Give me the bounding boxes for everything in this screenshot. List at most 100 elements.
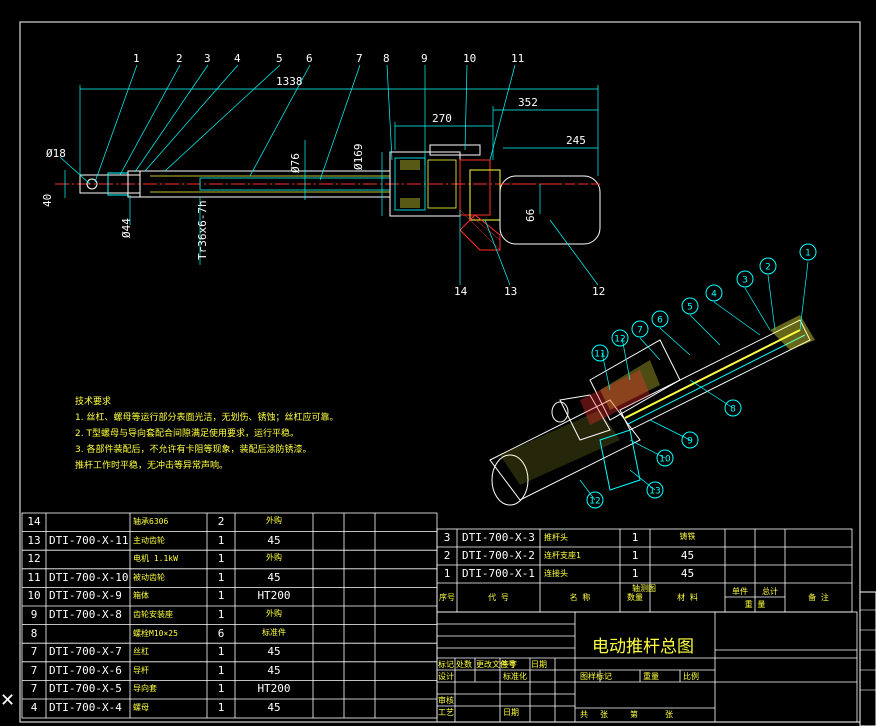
bom-row-name: 导杆 bbox=[133, 665, 149, 675]
dim-phi169: Ø169 bbox=[352, 143, 365, 171]
dim-phi76: Ø76 bbox=[289, 153, 302, 173]
bom-row-no: 1 bbox=[443, 567, 451, 580]
callout-1: 1 bbox=[133, 52, 140, 65]
iso-callout-circle bbox=[724, 399, 742, 417]
bom-header-qty: 数量 bbox=[627, 593, 643, 602]
bom-row-code: DTI-700-X-1 bbox=[462, 567, 535, 580]
titleblock-label: 共 bbox=[580, 710, 588, 719]
iso-leaders bbox=[579, 261, 809, 501]
titleblock-label: 设计 bbox=[438, 672, 454, 681]
dim-phi18: Ø18 bbox=[46, 147, 66, 160]
bom-row-name: 被动齿轮 bbox=[133, 572, 165, 582]
dimension-lines bbox=[64, 85, 599, 265]
bom-row-no: 12 bbox=[27, 552, 41, 566]
bom-left-grid bbox=[21, 512, 438, 719]
iso-callout-circle bbox=[611, 329, 629, 347]
bom-row-no: 14 bbox=[27, 515, 41, 528]
bom-row-code: DTI-700-X-10 bbox=[49, 570, 129, 584]
iso-callout-label: 1 bbox=[805, 249, 811, 259]
iso-callout-label: 10 bbox=[659, 455, 671, 465]
bom-row-name: 螺母 bbox=[133, 703, 149, 712]
titleblock-label: 标准化 bbox=[503, 672, 527, 681]
iso-callout-circle bbox=[656, 449, 674, 467]
bom-row-no: 7 bbox=[30, 645, 38, 659]
bom-row-material: 45 bbox=[267, 533, 281, 547]
bom-row-code: DTI-700-X-3 bbox=[462, 531, 535, 544]
bom-row-no: 13 bbox=[27, 533, 41, 547]
isometric-view bbox=[489, 315, 815, 506]
titleblock-label: 第 bbox=[630, 710, 638, 719]
callout-11: 11 bbox=[511, 52, 525, 65]
callout-9: 9 bbox=[421, 52, 428, 65]
bom-row-no: 4 bbox=[30, 701, 38, 714]
callout-4: 4 bbox=[234, 52, 241, 65]
bom-row-material: 外购 bbox=[266, 609, 282, 618]
bom-row-material: HT200 bbox=[257, 682, 291, 696]
bom-row-no: 11 bbox=[27, 570, 41, 584]
iso-callout-label: 6 bbox=[657, 316, 663, 326]
titleblock-label: 处数 bbox=[456, 660, 472, 669]
dim-thread: Tr36x6-7h bbox=[196, 200, 209, 260]
bom-row-material: 45 bbox=[680, 549, 695, 562]
callout-12: 12 bbox=[592, 285, 606, 298]
callout-13: 13 bbox=[504, 285, 518, 298]
iso-callout-circle bbox=[736, 270, 754, 288]
bom-row-code: DTI-700-X-5 bbox=[49, 682, 122, 696]
titleblock-label: 更改文件号 bbox=[476, 660, 516, 669]
titleblock-label: 图样标记 bbox=[580, 672, 612, 681]
iso-callout-label: 3 bbox=[742, 276, 748, 286]
iso-callout-circle bbox=[631, 320, 649, 338]
bom-row-qty: 1 bbox=[631, 567, 639, 580]
bom-row-qty: 1 bbox=[217, 589, 225, 603]
dim-total-length: 1338 bbox=[276, 75, 303, 88]
iso-callout-label: 9 bbox=[687, 437, 693, 447]
bom-row-qty: 1 bbox=[631, 531, 639, 544]
iso-callout-circle bbox=[646, 481, 664, 499]
bom-row-name: 连接头 bbox=[544, 569, 568, 578]
bom-row-code: DTI-700-X-7 bbox=[49, 645, 122, 659]
bom-row-code: DTI-700-X-8 bbox=[49, 608, 122, 621]
iso-callout-label: 12 bbox=[589, 497, 600, 507]
bom-right-grid bbox=[436, 528, 853, 613]
bom-row-material: 外购 bbox=[266, 553, 282, 563]
cursor-cross-icon: ✕ bbox=[0, 690, 16, 711]
bom-row-qty: 2 bbox=[217, 515, 225, 528]
bom-row-material: 45 bbox=[267, 701, 281, 714]
dim-270: 270 bbox=[432, 112, 452, 125]
titleblock-label: 重量 bbox=[643, 672, 659, 681]
bom-row-material: 45 bbox=[267, 570, 281, 584]
bom-row-code: DTI-700-X-11 bbox=[49, 533, 129, 547]
bom-header-weight: 重 量 bbox=[744, 600, 766, 609]
bom-header-total: 总计 bbox=[762, 587, 778, 596]
titleblock-label: 张 bbox=[665, 710, 673, 719]
bom-header-no: 序号 bbox=[439, 593, 455, 602]
bom-row-material: 标准件 bbox=[262, 627, 286, 637]
leader-lines bbox=[59, 64, 599, 286]
titleblock-label: 日期 bbox=[531, 660, 547, 669]
bom-header-remark: 备 注 bbox=[808, 593, 829, 602]
bom-row-qty: 1 bbox=[217, 663, 225, 677]
bom-row-material: 45 bbox=[267, 645, 281, 659]
iso-callout-circle bbox=[681, 431, 699, 449]
titleblock-label: 比例 bbox=[683, 672, 699, 681]
bom-row-material: 45 bbox=[267, 663, 281, 677]
bom-left-rowlines bbox=[22, 531, 437, 700]
note-line-1: 1. 丝杠、螺母等运行部分表面光洁，无划伤、锈蚀；丝杠应可靠。 bbox=[75, 413, 339, 423]
iso-callout-label: 2 bbox=[765, 263, 771, 273]
iso-callout-label: 5 bbox=[687, 303, 693, 313]
iso-callout-circle bbox=[759, 257, 777, 275]
bom-header-unit: 单件 bbox=[732, 587, 748, 596]
bom-row-code: DTI-700-X-2 bbox=[462, 549, 535, 562]
titleblock-label: 审核 bbox=[438, 696, 454, 705]
side-strip bbox=[859, 591, 876, 726]
callout-10: 10 bbox=[463, 52, 477, 65]
bom-header-code: 代 号 bbox=[488, 593, 509, 602]
iso-callout-circle bbox=[651, 310, 669, 328]
bom-row-qty: 1 bbox=[217, 552, 225, 566]
iso-callout-circle bbox=[586, 491, 604, 509]
bom-row-qty: 1 bbox=[217, 570, 225, 584]
titleblock-label: 张 bbox=[600, 710, 608, 719]
